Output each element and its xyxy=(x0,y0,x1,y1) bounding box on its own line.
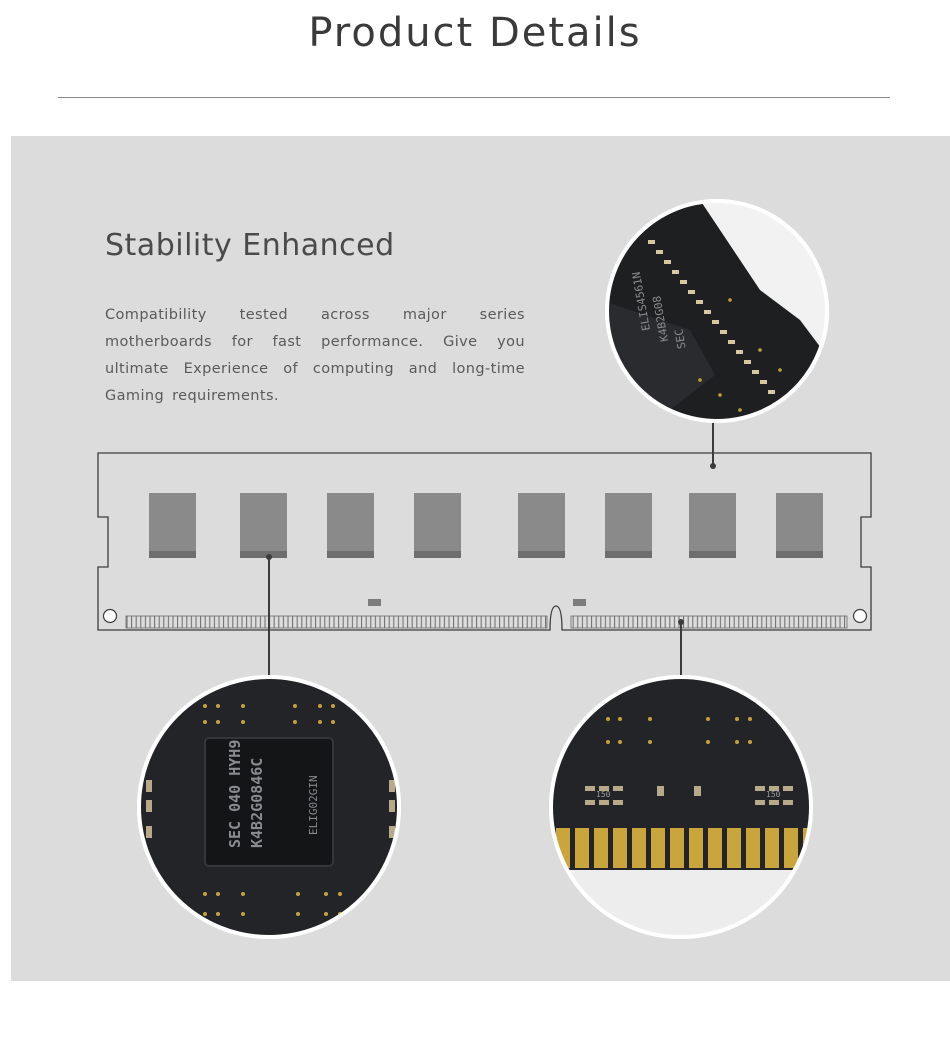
memory-chip xyxy=(149,493,196,558)
zoom-circle-top: ELIS4561N K4B2G08 SEC xyxy=(605,199,829,423)
mounting-hole xyxy=(852,608,868,624)
mounting-hole xyxy=(102,608,118,624)
resistor-marking: 150 xyxy=(596,790,611,799)
memory-chip xyxy=(414,493,461,558)
callout-dot xyxy=(710,463,716,469)
callout-lines xyxy=(268,421,714,677)
callout-dot xyxy=(678,619,684,625)
memory-chip xyxy=(518,493,565,558)
memory-chips xyxy=(149,493,823,558)
spd-marker xyxy=(573,599,586,606)
feature-description: Compatibility tested across major series… xyxy=(105,307,525,404)
chip-marking-text: ELIG02GIN xyxy=(307,775,320,835)
zoom-circle-right: 150 150 xyxy=(549,675,813,939)
ram-module-outline xyxy=(97,452,872,631)
callout-dot xyxy=(266,554,272,560)
chip-marking-text: SEC xyxy=(672,328,688,350)
spd-marker xyxy=(368,599,381,606)
chip-marking-text: SEC 040 HYH9 xyxy=(226,740,244,848)
feature-heading: Stability Enhanced xyxy=(105,228,395,263)
memory-chip xyxy=(776,493,823,558)
chip-marking-text: K4B2G0846C xyxy=(248,758,266,848)
memory-chip xyxy=(240,493,287,558)
page-title: Product Details xyxy=(308,10,642,56)
memory-chip xyxy=(605,493,652,558)
resistor-marking: 150 xyxy=(766,790,781,799)
edge-connector-pins xyxy=(125,615,848,629)
zoom-circle-left: SEC 040 HYH9 K4B2G0846C ELIG02GIN xyxy=(137,675,401,939)
memory-chip xyxy=(327,493,374,558)
title-divider xyxy=(58,97,890,98)
memory-chip xyxy=(689,493,736,558)
